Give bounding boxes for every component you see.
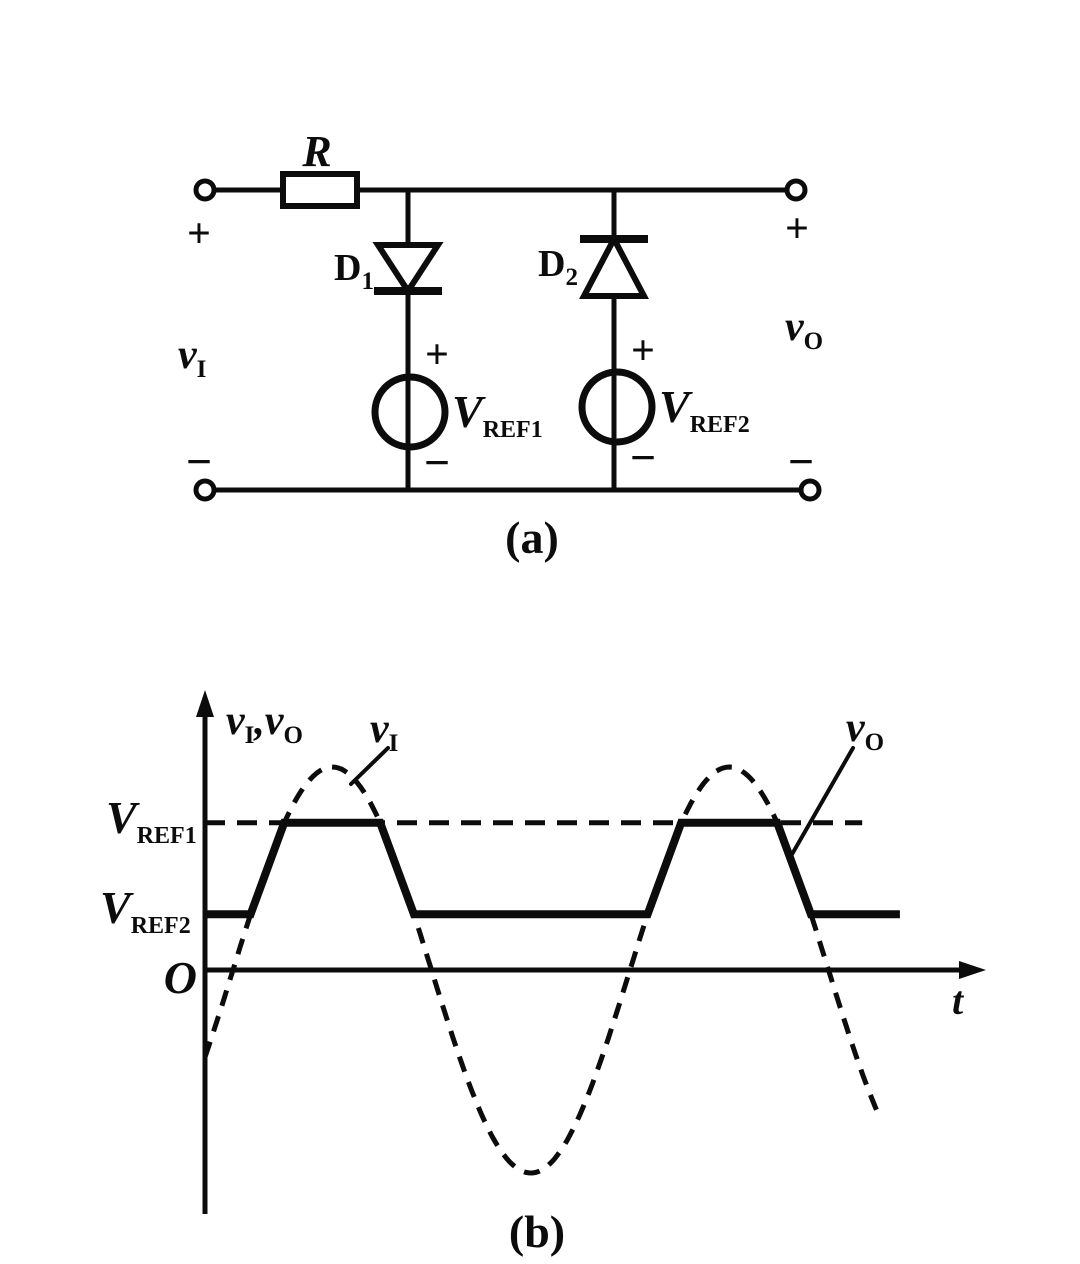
vo-annotation-leader [789, 746, 855, 858]
input-minus: − [186, 436, 212, 487]
input-plus: + [187, 211, 211, 257]
output-bottom-terminal [798, 478, 822, 502]
source2-plus: + [631, 328, 655, 374]
input-bottom-terminal [193, 478, 217, 502]
vi-annotation: vI [370, 706, 398, 757]
source-vref2 [578, 368, 656, 446]
origin-label: O [164, 952, 197, 1003]
vo-curve [205, 818, 900, 919]
x-axis-arrowhead [959, 961, 986, 979]
output-top-terminal [784, 178, 808, 202]
diode-d2 [579, 232, 649, 299]
output-minus: − [788, 436, 814, 487]
resistor-label: R [301, 127, 331, 176]
vref2-tick-label: VREF2 [100, 882, 191, 939]
vref1-tick-label: VREF1 [106, 792, 197, 849]
y-axis-title: vI,vO [226, 698, 303, 749]
source1-minus: − [424, 437, 450, 488]
vi-annotation-leader [349, 746, 390, 786]
source1-plus: + [425, 332, 449, 378]
source1-label: VREF1 [452, 386, 543, 443]
waveform-plot: vI,vO VREF1 VREF2 O t vI vO (b) [100, 690, 986, 1257]
resistor [280, 171, 360, 209]
output-voltage-label: vO [785, 304, 823, 355]
circuit-caption: (a) [505, 512, 559, 563]
input-top-terminal [193, 178, 217, 202]
circuit-diagram: R D1 D2 + − VREF1 + − VREF2 + − [178, 127, 823, 563]
input-voltage-label: vI [178, 332, 206, 383]
t-axis-label: t [952, 978, 965, 1023]
waveform-caption: (b) [509, 1206, 565, 1257]
y-axis-arrowhead [196, 690, 214, 717]
diode-d1 [372, 242, 444, 297]
diode1-label: D1 [334, 247, 374, 295]
vi-curve [202, 764, 881, 1176]
vo-annotation: vO [846, 705, 884, 756]
source-vref1 [371, 373, 449, 451]
source2-minus: − [630, 432, 656, 483]
diode2-label: D2 [538, 243, 578, 291]
source2-label: VREF2 [659, 381, 750, 438]
output-plus: + [785, 206, 809, 252]
